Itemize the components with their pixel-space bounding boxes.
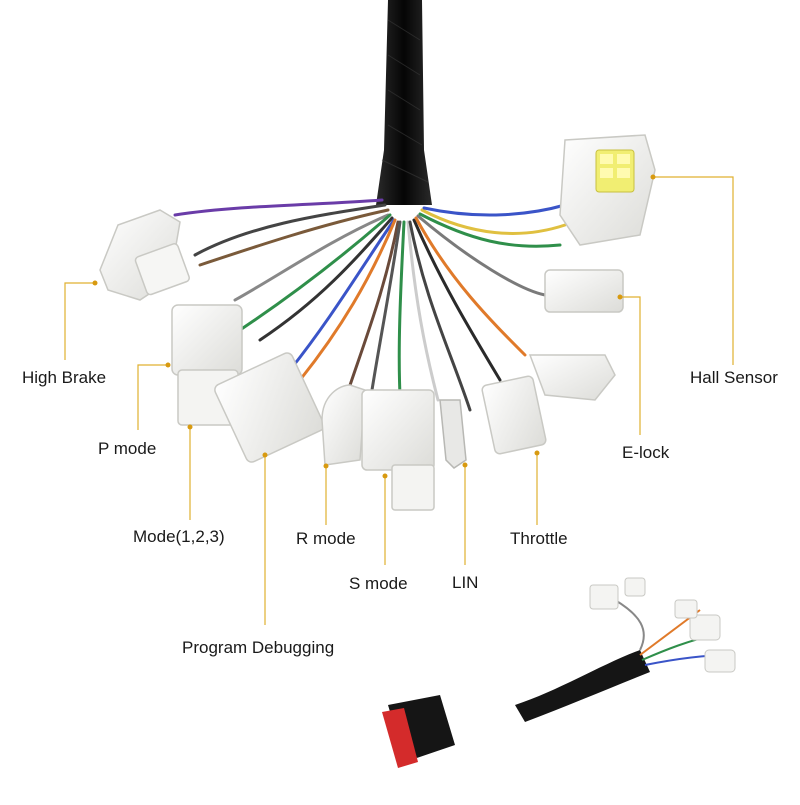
throttle-connector — [481, 375, 547, 455]
leader-dots — [92, 174, 656, 479]
label-s-mode: S mode — [349, 574, 408, 593]
high-brake-connector — [99, 209, 190, 301]
label-program-debugging: Program Debugging — [182, 638, 335, 657]
label-hall-sensor: Hall Sensor — [690, 368, 778, 387]
e-lock-connector — [528, 269, 624, 401]
red-switch — [382, 695, 455, 768]
inset-harness — [515, 577, 736, 722]
leader-lines — [64, 176, 734, 625]
wire-bundle — [173, 198, 567, 412]
label-lin: LIN — [452, 573, 479, 592]
label-p-mode: P mode — [98, 439, 157, 458]
label-throttle: Throttle — [510, 529, 568, 548]
hall-sensor-connector — [559, 134, 656, 246]
s-mode-connector — [361, 389, 435, 511]
mode-123-connector — [214, 352, 325, 463]
lin-connector — [439, 399, 467, 469]
label-mode-123: Mode(1,2,3) — [133, 527, 225, 546]
braided-sleeve — [376, 0, 432, 205]
label-r-mode: R mode — [296, 529, 356, 548]
r-mode-connector — [321, 384, 366, 466]
label-high-brake: High Brake — [22, 368, 107, 387]
label-e-lock: E-lock — [622, 443, 670, 462]
